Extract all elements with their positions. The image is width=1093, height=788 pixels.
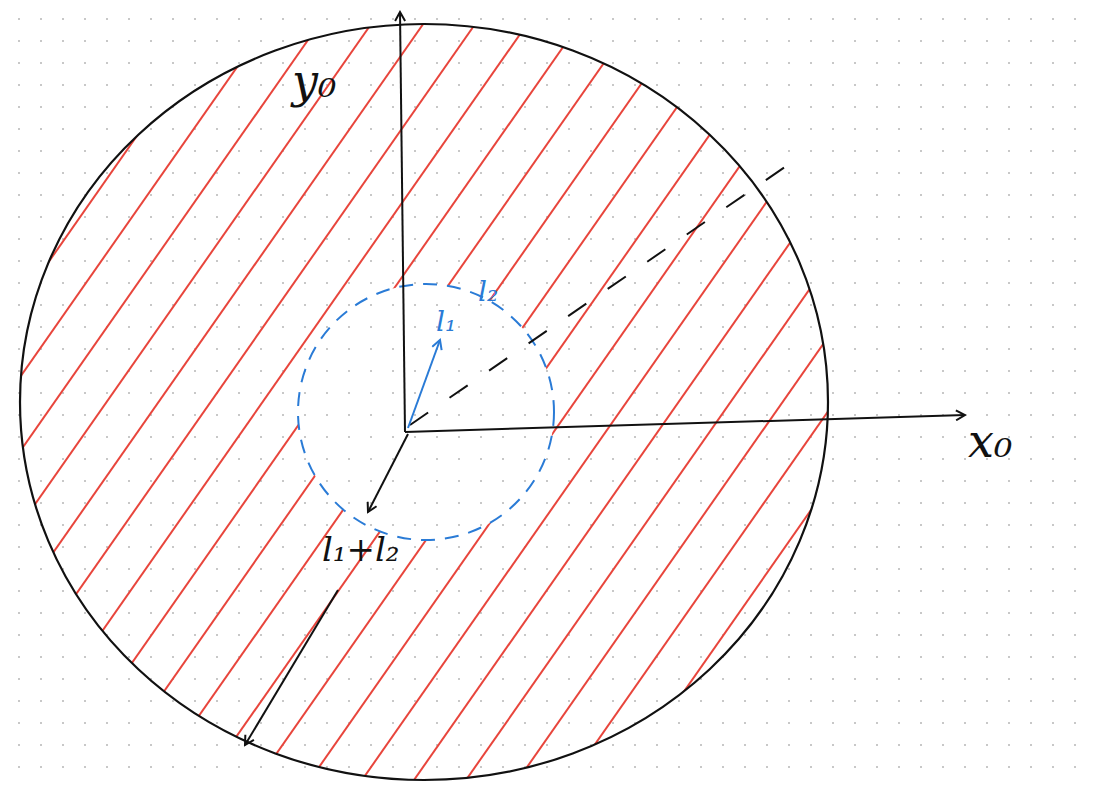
hatch-line (556, 0, 1093, 788)
hatch-line (868, 0, 1093, 788)
hatch-line (0, 0, 440, 788)
hatch-line (296, 0, 856, 788)
axis-label: l₂ (478, 278, 498, 306)
y-axis (400, 12, 405, 432)
axis-label: l₁ (436, 308, 456, 336)
x-axis (405, 415, 965, 432)
hatch-line (0, 0, 76, 788)
hatch-line (608, 0, 1093, 788)
hatch-line (816, 0, 1093, 788)
outer-circle (20, 24, 828, 780)
hatch-line (140, 0, 700, 788)
hatch-line (0, 0, 388, 788)
hatch-line (192, 0, 752, 788)
hatch-line (244, 0, 804, 788)
hatch-line (764, 0, 1093, 788)
axis-label: y₀ (292, 58, 336, 104)
dashed-radius (410, 160, 795, 425)
hatch-line (36, 0, 596, 788)
hatch-line (712, 0, 1093, 788)
hatch-line (0, 0, 336, 788)
radius-arrow (245, 590, 338, 745)
hatch-line (452, 0, 1012, 788)
inner-dashed-circle (298, 284, 554, 540)
hatch-line (1076, 0, 1093, 788)
axis-label: x₀ (968, 418, 1012, 464)
hatch-line (0, 0, 232, 788)
inner-radius-arrow (408, 340, 440, 428)
hatch-line (400, 0, 960, 788)
hatch-line (348, 0, 908, 788)
hatch-line (0, 0, 180, 788)
hatch-line (0, 0, 284, 788)
hatch-line (920, 0, 1093, 788)
axis-label: l₁+l₂ (322, 532, 400, 566)
hatch-line (1024, 0, 1093, 788)
hatch-line (0, 0, 544, 788)
hatch-line (0, 0, 492, 788)
radius-arrow-short (368, 434, 408, 512)
hatch-line (972, 0, 1093, 788)
hatch-line (660, 0, 1093, 788)
hatch-line (504, 0, 1064, 788)
hatch-line (88, 0, 648, 788)
